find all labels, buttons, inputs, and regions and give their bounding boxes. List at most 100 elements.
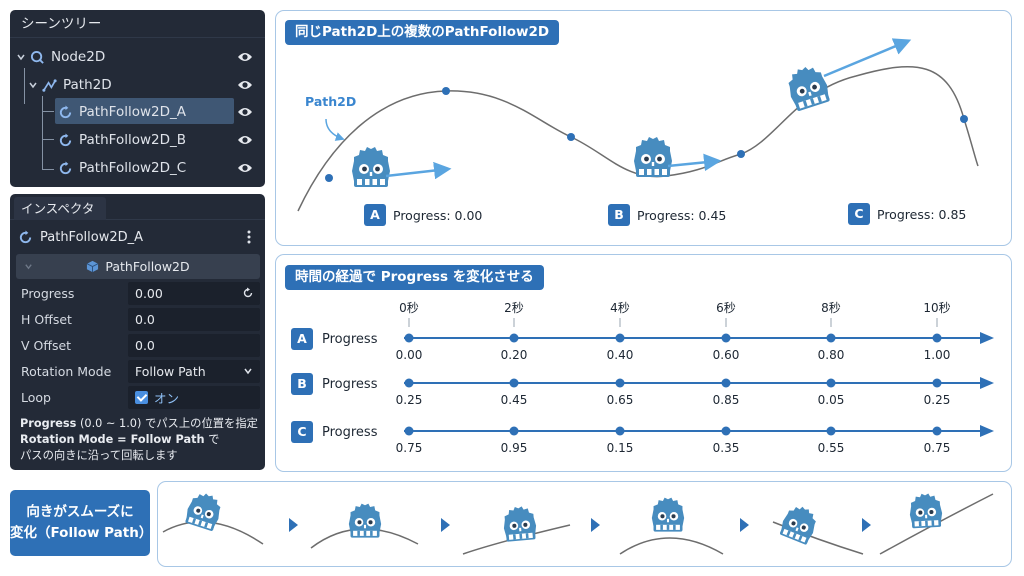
- h-offset-input[interactable]: 0.0: [128, 308, 260, 331]
- play-arrow-icon: [591, 518, 600, 532]
- progress-value-label: 0.25: [395, 393, 423, 407]
- panel-title: 時間の経過で Progress を変化させる: [285, 265, 544, 290]
- progress-value-label: 0.25: [923, 393, 951, 407]
- inspector-tabbar: インスペクタ: [10, 194, 265, 220]
- timeline-point: [721, 378, 731, 388]
- timeline-point: [932, 378, 942, 388]
- timeline-point: [509, 333, 519, 343]
- progress-value-label: 0.15: [606, 441, 634, 455]
- tree-item-path2d[interactable]: Path2D: [28, 72, 112, 98]
- multiple-pathfollow-panel: 同じPath2D上の複数のPathFollow2D Path2D A Progr…: [275, 10, 1012, 246]
- row-label-c: Progress: [322, 425, 378, 440]
- prop-label: Progress: [21, 286, 75, 301]
- tree-item-pathfollow2d-a[interactable]: PathFollow2D_A: [58, 99, 186, 125]
- visibility-eye-icon[interactable]: [237, 79, 253, 91]
- row-badge-b: B: [291, 373, 313, 395]
- play-arrow-icon: [740, 518, 749, 532]
- chevron-down-icon[interactable]: [28, 80, 38, 90]
- inspected-object[interactable]: PathFollow2D_A: [18, 224, 270, 250]
- progress-value-label: 0.20: [500, 348, 528, 362]
- label-pointer-arrow: [325, 118, 345, 141]
- visibility-eye-icon[interactable]: [237, 106, 253, 118]
- marker-text-b: Progress: 0.45: [637, 208, 727, 223]
- tree-item-pathfollow2d-b[interactable]: PathFollow2D_B: [58, 127, 186, 153]
- play-arrow-icon: [289, 518, 298, 532]
- time-tick-label: 10秒: [923, 301, 951, 315]
- kebab-menu-icon[interactable]: [247, 230, 251, 244]
- timeline-point: [509, 378, 519, 388]
- reset-icon[interactable]: [242, 287, 254, 299]
- panel-title: 同じPath2D上の複数のPathFollow2D: [285, 20, 560, 45]
- progress-value-label: 0.85: [712, 393, 740, 407]
- v-offset-input[interactable]: 0.0: [128, 334, 260, 357]
- godot-robot-frame-2: [348, 503, 382, 538]
- marker-badge-b: B: [608, 204, 630, 226]
- timeline-point: [721, 426, 731, 436]
- tab-inspector[interactable]: インスペクタ: [14, 197, 106, 220]
- class-section-header[interactable]: PathFollow2D: [16, 254, 260, 279]
- godot-robot-c: [783, 62, 833, 113]
- inspector-note: Progress (0.0 ~ 1.0) でパス上の位置を指定 Rotation…: [20, 417, 258, 462]
- progress-value-label: 1.00: [923, 348, 951, 362]
- visibility-eye-icon[interactable]: [237, 134, 253, 146]
- prop-h-offset: H Offset 0.0: [16, 308, 260, 331]
- timeline-point: [404, 426, 414, 436]
- godot-robot-frame-4: [651, 497, 685, 532]
- godot-robot-frame-1: [183, 489, 225, 532]
- tree-item-label: Node2D: [51, 49, 106, 65]
- object-name: PathFollow2D_A: [40, 229, 144, 245]
- progress-value-label: 0.75: [395, 441, 423, 455]
- direction-arrow-c: [823, 38, 912, 78]
- godot-robot-frame-3: [502, 505, 538, 542]
- timeline-point: [826, 333, 836, 343]
- timeline-point: [404, 333, 414, 343]
- timeline-arrowhead: [980, 425, 994, 437]
- visibility-eye-icon[interactable]: [237, 162, 253, 174]
- timeline-arrowhead: [980, 377, 994, 389]
- timeline-point: [615, 378, 625, 388]
- tree-item-pathfollow2d-c[interactable]: PathFollow2D_C: [58, 155, 186, 181]
- pathfollow-icon: [59, 104, 72, 118]
- checkbox-checked-icon[interactable]: [135, 391, 148, 404]
- path2d-icon: [42, 78, 57, 92]
- node2d-icon: [30, 50, 44, 64]
- tree-item-label: PathFollow2D_A: [79, 104, 186, 120]
- godot-robot-frame-6: [908, 492, 943, 529]
- timeline-point: [509, 426, 519, 436]
- progress-input[interactable]: 0.00: [128, 282, 260, 305]
- prop-label: Loop: [21, 390, 51, 405]
- timeline-point: [826, 426, 836, 436]
- row-label-a: Progress: [322, 332, 378, 347]
- row-badge-a: A: [291, 328, 313, 350]
- pathfollow-icon: [59, 160, 72, 174]
- prop-v-offset: V Offset 0.0: [16, 334, 260, 357]
- loop-checkbox[interactable]: オン: [128, 386, 260, 409]
- time-tick-label: 8秒: [821, 301, 841, 315]
- timeline-point: [721, 333, 731, 343]
- scene-tree-title: シーンツリー: [10, 10, 265, 38]
- prop-loop: Loop オン: [16, 386, 260, 409]
- tree-item-node2d[interactable]: Node2D: [16, 44, 105, 70]
- time-tick-label: 6秒: [716, 301, 736, 315]
- play-arrow-icon: [441, 518, 450, 532]
- progress-value-label: 0.55: [817, 441, 845, 455]
- marker-badge-a: A: [364, 204, 386, 226]
- chevron-down-icon[interactable]: [16, 52, 26, 62]
- godot-robot-frame-5: [777, 502, 821, 546]
- progress-value-label: 0.60: [712, 348, 740, 362]
- pathfollow-icon: [59, 132, 72, 146]
- marker-badge-c: C: [848, 203, 870, 225]
- path-illustration: [297, 38, 979, 212]
- direction-arrow-b: [667, 153, 722, 172]
- rotation-mode-select[interactable]: Follow Path: [128, 360, 260, 383]
- tree-item-label: PathFollow2D_C: [79, 160, 187, 176]
- selected-row-highlight: [55, 98, 234, 124]
- progress-value-label: 0.00: [395, 348, 423, 362]
- timeline-point: [615, 333, 625, 343]
- path-point: [737, 150, 745, 158]
- marker-text-a: Progress: 0.00: [393, 208, 483, 223]
- timeline-arrowhead: [980, 332, 994, 344]
- direction-arrow-a: [385, 161, 452, 180]
- visibility-eye-icon[interactable]: [237, 51, 253, 63]
- chevron-down-icon: [25, 264, 32, 270]
